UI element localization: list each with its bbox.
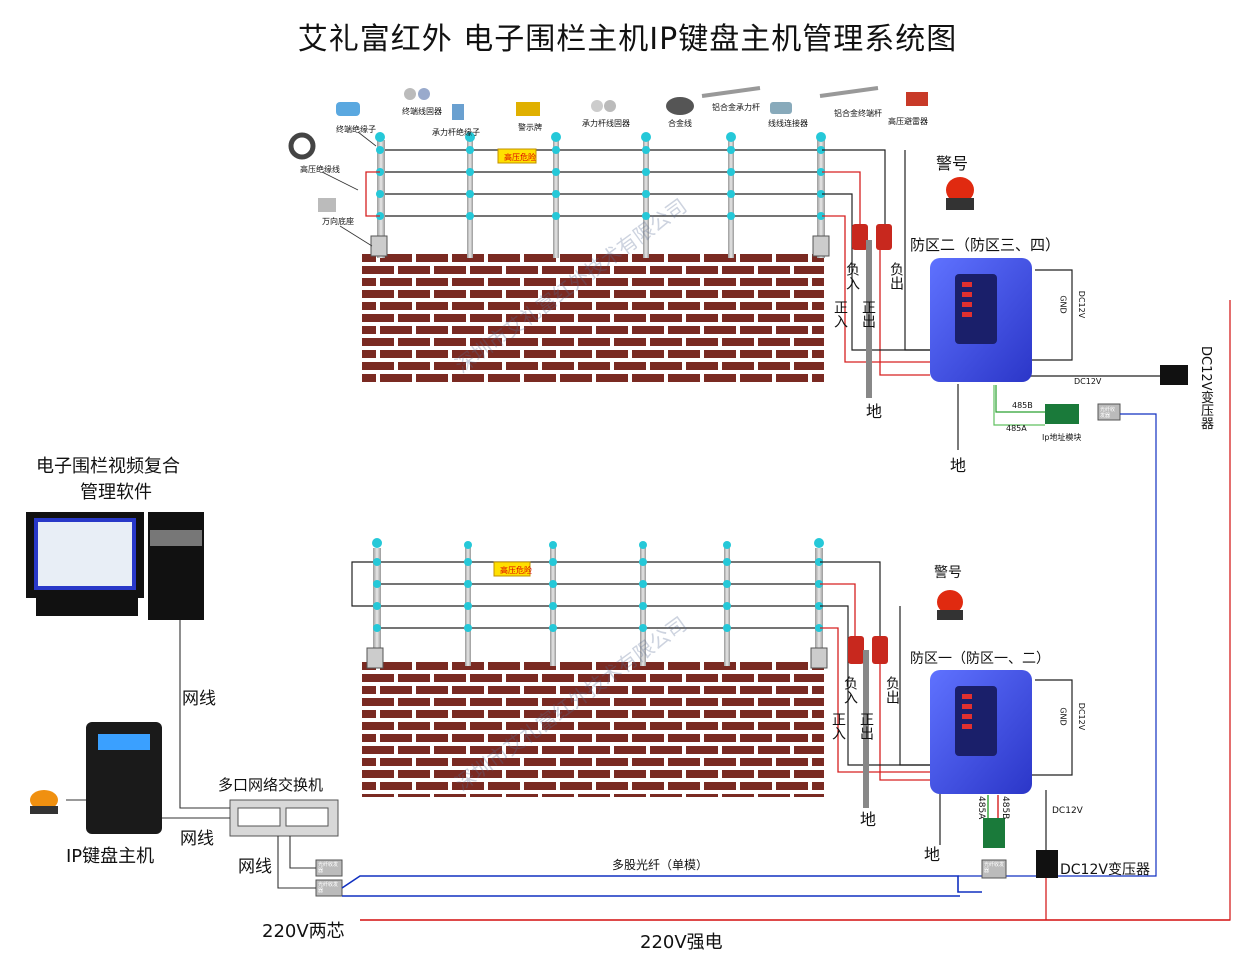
bottom-warning-sign — [493, 561, 531, 577]
top-lightning-arresters — [852, 224, 892, 398]
net-line-label-1: 网线 — [182, 689, 216, 709]
label-warning-sign: 警示牌 — [518, 123, 542, 132]
top-neg-out: 负出 — [888, 262, 904, 290]
top-transformer-label: DC12V变压器 — [1198, 346, 1213, 430]
left-fiber-tx-1-label: 光纤收发器 — [318, 862, 339, 874]
bottom-neg-in: 负入 — [842, 676, 858, 704]
keypad-host — [86, 722, 162, 834]
bottom-warning-sign-text: 高压危险 — [500, 566, 532, 575]
bottom-dc12v-label: DC12V — [1052, 806, 1083, 816]
bottom-zone-label: 防区一（防区一、二） — [910, 651, 1050, 667]
switch-label: 多口网络交换机 — [218, 776, 324, 794]
label-strain-insulator: 承力杆绝缘子 — [432, 128, 480, 137]
net-line-label-3: 网线 — [238, 857, 272, 877]
top-dc12v-label: DC12V — [1074, 377, 1102, 386]
top-dc-small: DC12V — [1077, 290, 1087, 319]
top-fiber-tx-label: 光纤收发器 — [1100, 407, 1116, 419]
top-ip-module — [1045, 403, 1121, 424]
network-switch — [229, 799, 339, 837]
bottom-fence-poles — [366, 548, 828, 669]
label-universal-base: 万向底座 — [322, 217, 354, 226]
bottom-transformer-label: DC12V变压器 — [1060, 862, 1150, 878]
left-fiber-transceivers — [315, 859, 343, 897]
top-gnd-small: GND — [1058, 295, 1068, 314]
top-siren-label: 警号 — [936, 154, 969, 173]
top-pos-out: 正出 — [860, 300, 876, 328]
label-terminal-clamp: 终端线固器 — [402, 107, 442, 116]
bottom-fence-wires — [351, 561, 820, 629]
label-strain-clamp: 承力杆线固器 — [582, 119, 630, 128]
top-485b-label: 485B — [1012, 401, 1033, 410]
bottom-brick-wall — [362, 662, 824, 797]
top-neg-in: 负入 — [844, 262, 860, 290]
top-brick-wall — [362, 250, 824, 385]
label-terminal-insulator: 终端绝缘子 — [336, 125, 376, 134]
bottom-fence-host — [930, 670, 1032, 794]
bottom-siren-label: 警号 — [934, 565, 962, 581]
top-fence-poles — [370, 140, 830, 258]
bottom-lightning-arresters — [848, 636, 888, 808]
top-part-leader-lines — [321, 131, 377, 247]
bottom-fiber-transceiver — [981, 859, 1007, 879]
bottom-gnd-small: GND — [1058, 707, 1068, 726]
top-insulators — [375, 132, 826, 220]
net-line-label-2: 网线 — [180, 829, 214, 849]
bottom-insulators — [372, 538, 824, 632]
top-transformer-box — [1160, 365, 1188, 385]
page-title: 艾礼富红外 电子围栏主机IP键盘主机管理系统图 — [297, 22, 958, 57]
bottom-ground2-label: 地 — [924, 845, 941, 864]
top-siren — [946, 177, 974, 210]
alarm-beacon — [30, 790, 58, 814]
top-part-pictures — [288, 86, 928, 212]
label-wire-connector: 线线连接器 — [768, 119, 808, 128]
top-485a-label: 485A — [1006, 424, 1027, 433]
left-network-lines — [66, 620, 316, 889]
software-label-line2: 管理软件 — [80, 482, 152, 503]
label-hv-insulated-wire: 高压绝缘线 — [300, 165, 340, 174]
bottom-dc-small: DC12V — [1077, 702, 1087, 731]
left-fiber-tx-2-label: 光纤收发器 — [318, 882, 339, 894]
label-alloy-terminal-pole: 铝合金终端杆 — [834, 109, 882, 118]
bottom-fence — [351, 538, 1073, 920]
top-pos-in: 正入 — [832, 300, 848, 328]
software-label-line1: 电子围栏视频复合 — [36, 456, 180, 477]
bottom-ip-module — [983, 818, 1005, 848]
top-fence — [288, 86, 1231, 921]
fiber-lines — [341, 875, 982, 897]
bottom-ground-label: 地 — [860, 810, 877, 829]
keypad-label: IP键盘主机 — [66, 846, 155, 867]
label-hv-arrester: 高压避雷器 — [888, 117, 928, 126]
bottom-fiber-tx-label: 光纤收发器 — [984, 862, 1005, 874]
bottom-siren — [937, 590, 963, 620]
bottom-485b-label: 485B — [1000, 796, 1010, 820]
power-main-label: 220V强电 — [640, 932, 723, 953]
top-warning-sign — [497, 148, 537, 164]
top-ground2-label: 地 — [950, 456, 967, 475]
fiber-line-label: 多股光纤（单模） — [612, 858, 709, 872]
top-zone-label: 防区二（防区三、四） — [910, 236, 1061, 254]
power-2core-label: 220V两芯 — [262, 921, 345, 942]
bottom-red-leads — [820, 583, 930, 781]
bottom-neg-out: 负出 — [884, 676, 900, 704]
bottom-pos-in: 正入 — [830, 712, 846, 740]
bottom-485-wires — [987, 795, 999, 818]
bottom-transformer-box — [1036, 850, 1058, 878]
top-warning-sign-text: 高压危险 — [504, 153, 536, 162]
bottom-pos-out: 正出 — [858, 712, 874, 740]
management-pc — [26, 512, 204, 620]
label-alloy-strain-pole: 铝合金承力杆 — [712, 103, 760, 112]
top-fence-host — [930, 258, 1032, 382]
top-ip-module-label: Ip地址模块 — [1042, 433, 1082, 442]
label-alloy-wire: 合金线 — [668, 119, 692, 128]
top-fence-wires — [380, 149, 822, 217]
bottom-485a-label: 485A — [976, 796, 986, 820]
top-ground-label: 地 — [866, 402, 883, 421]
